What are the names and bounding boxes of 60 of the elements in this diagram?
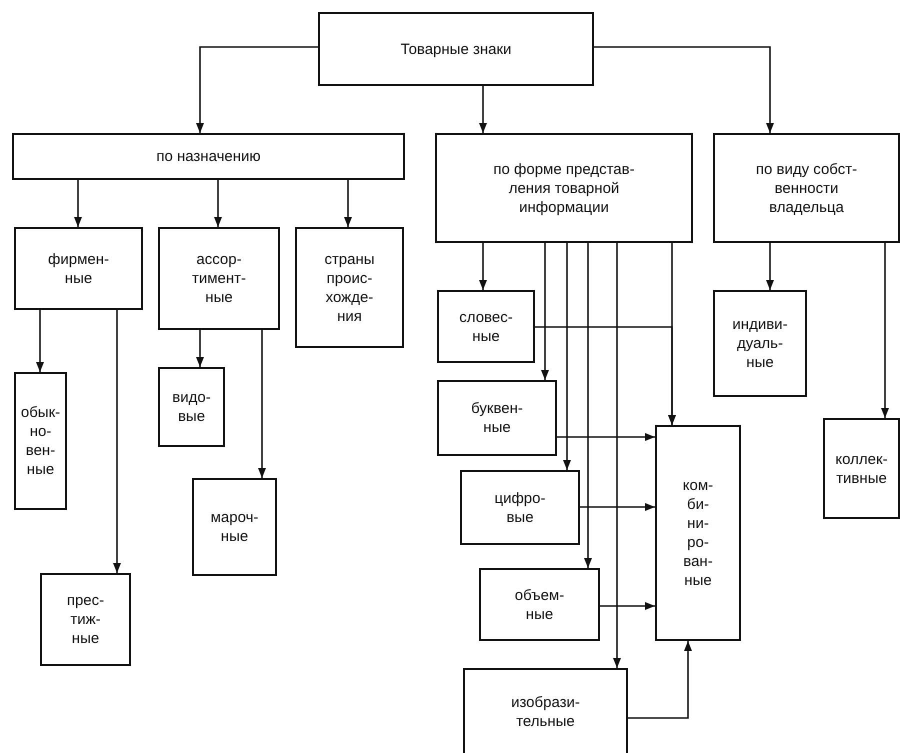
category-label: индиви- дуаль- ные: [731, 315, 789, 372]
category-box: [14, 227, 143, 310]
category-label: видо- вые: [171, 388, 212, 426]
category-box: [437, 290, 535, 363]
category-box: [14, 372, 67, 510]
category-box: [158, 227, 280, 330]
arrow: [557, 433, 655, 441]
arrow: [74, 180, 82, 227]
category-box: [437, 380, 557, 456]
category-label: по назначению: [156, 147, 261, 166]
category-label: словес- ные: [458, 308, 514, 346]
category-box: [435, 133, 693, 243]
category-label: страны проис- хожде- ния: [323, 250, 376, 326]
arrow: [196, 330, 204, 367]
category-box: [12, 133, 405, 180]
arrow: [214, 180, 222, 227]
category-box: [823, 418, 900, 519]
category-box: [713, 290, 807, 397]
category-label: ком- би- ни- ро- ван- ные: [682, 476, 714, 590]
arrow: [541, 243, 549, 380]
category-label: коллек- тивные: [834, 450, 889, 488]
arrow: [881, 243, 889, 418]
arrow: [113, 310, 121, 573]
category-label: буквен- ные: [470, 399, 524, 437]
category-label: мароч- ные: [210, 508, 260, 546]
category-label: прес- тиж- ные: [66, 591, 106, 648]
arrow: [594, 46, 774, 133]
category-box: [713, 133, 900, 243]
category-label: ассор- тимент- ные: [190, 250, 248, 307]
category-label: обык- но- вен- ные: [20, 403, 62, 479]
category-label: по форме представ- ления товарной информации: [492, 160, 636, 216]
category-label: объем- ные: [514, 586, 566, 624]
category-box: [463, 668, 628, 753]
arrow: [600, 602, 655, 610]
category-label: изобрази- тельные: [510, 692, 581, 730]
arrow: [479, 86, 487, 133]
category-box: [655, 425, 741, 641]
arrow: [479, 243, 487, 290]
category-box: [460, 470, 580, 545]
category-box: [295, 227, 404, 348]
category-label: цифро- вые: [494, 488, 546, 526]
arrow: [584, 243, 592, 568]
category-label: Товарные знаки: [400, 40, 512, 58]
arrow: [628, 641, 692, 719]
category-label: по виду собст- венности владельца: [754, 160, 858, 216]
category-box: [158, 367, 225, 447]
arrow: [258, 330, 266, 478]
arrow: [563, 243, 571, 470]
category-box: [318, 12, 594, 86]
arrow: [613, 243, 621, 668]
category-label: фирмен- ные: [47, 250, 110, 288]
arrow: [535, 326, 676, 425]
arrow: [196, 46, 318, 133]
category-box: [192, 478, 277, 576]
arrow: [344, 180, 352, 227]
arrow: [766, 243, 774, 290]
category-box: [479, 568, 600, 641]
arrow: [580, 503, 655, 511]
category-box: [40, 573, 131, 666]
arrow: [36, 310, 44, 372]
